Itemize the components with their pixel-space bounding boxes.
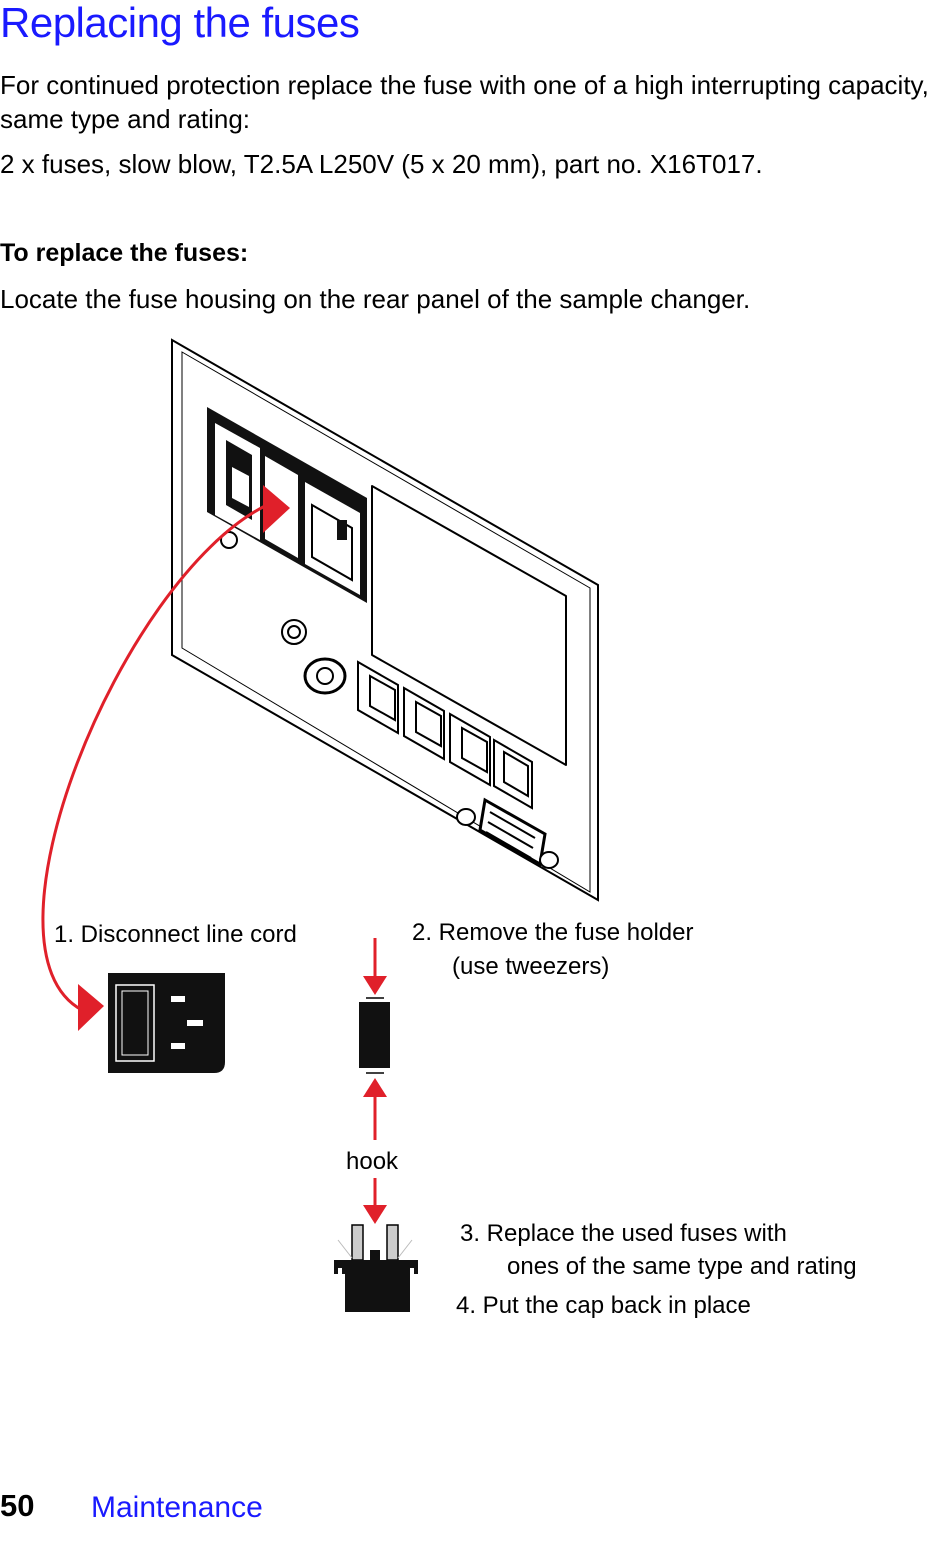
fuse-holder-icon [359,938,390,1140]
page-title: Replacing the fuses [0,0,360,46]
page-number: 50 [0,1488,35,1523]
fuse-spec: 2 x fuses, slow blow, T2.5A L250V (5 x 2… [0,149,763,179]
step2-label-line2: (use tweezers) [452,953,609,980]
coax-connector [281,619,347,695]
line-cord-inlet-icon [108,973,225,1073]
serial-port [456,797,559,869]
curved-arrow [41,485,290,1031]
fuse-cap-icon [334,1178,418,1312]
panel-window [371,485,567,766]
hook-label: hook [346,1148,399,1175]
step2-label-line1: 2. Remove the fuse holder [412,919,694,946]
fuse-replacement-diagram: 1. Disconnect line cord 2. Remove the fu… [0,330,941,1340]
network-ports [357,660,533,810]
power-entry-module [207,407,367,603]
step3-label-line1: 3. Replace the used fuses with [460,1220,787,1247]
step4-label: 4. Put the cap back in place [456,1292,751,1319]
step3-label-line2: ones of the same type and rating [507,1253,857,1280]
instruction-text: Locate the fuse housing on the rear pane… [0,284,751,314]
subheading: To replace the fuses: [0,239,249,267]
step1-label: 1. Disconnect line cord [54,921,297,948]
section-name: Maintenance [91,1491,263,1524]
intro-paragraph: For continued protection replace the fus… [0,70,929,134]
